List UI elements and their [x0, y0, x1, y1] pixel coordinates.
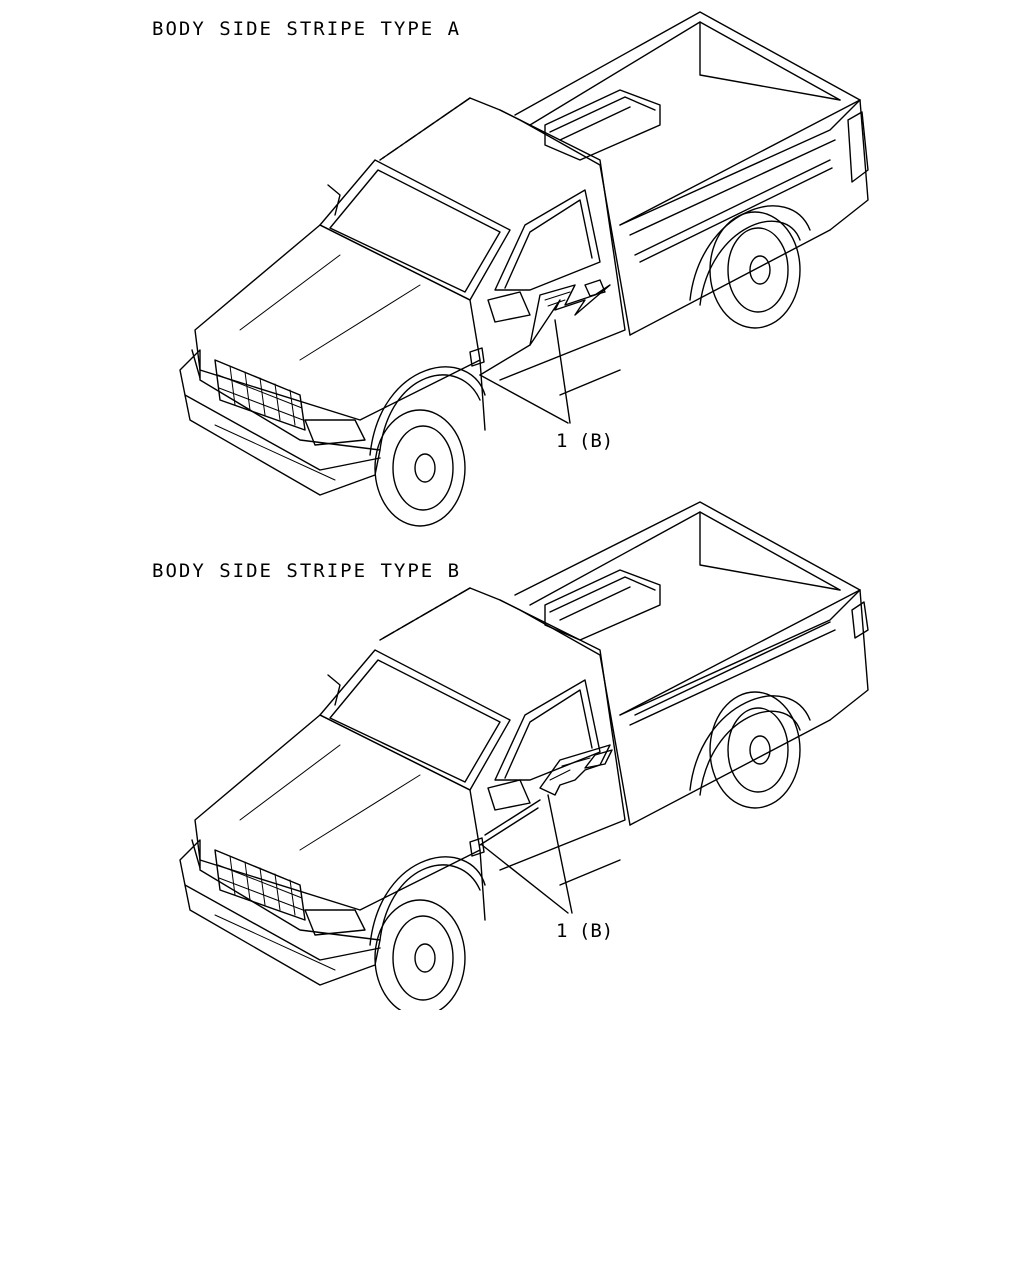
callout-b-label: 1 (B) [556, 920, 614, 942]
callout-b-leaders [481, 794, 573, 914]
figure-a-title: BODY SIDE STRIPE TYPE A [152, 18, 462, 40]
stripe-decal-b [479, 744, 613, 846]
truck-b-body [179, 501, 869, 1010]
callout-a-label: 1 (B) [556, 430, 614, 452]
truck-a-body [179, 11, 869, 527]
truck-b-illustration [179, 501, 869, 1010]
figure-b-title: BODY SIDE STRIPE TYPE B [152, 560, 462, 582]
callout-a-leaders [479, 319, 571, 424]
truck-a-illustration [179, 11, 869, 527]
stripe-decal-a [479, 279, 611, 376]
